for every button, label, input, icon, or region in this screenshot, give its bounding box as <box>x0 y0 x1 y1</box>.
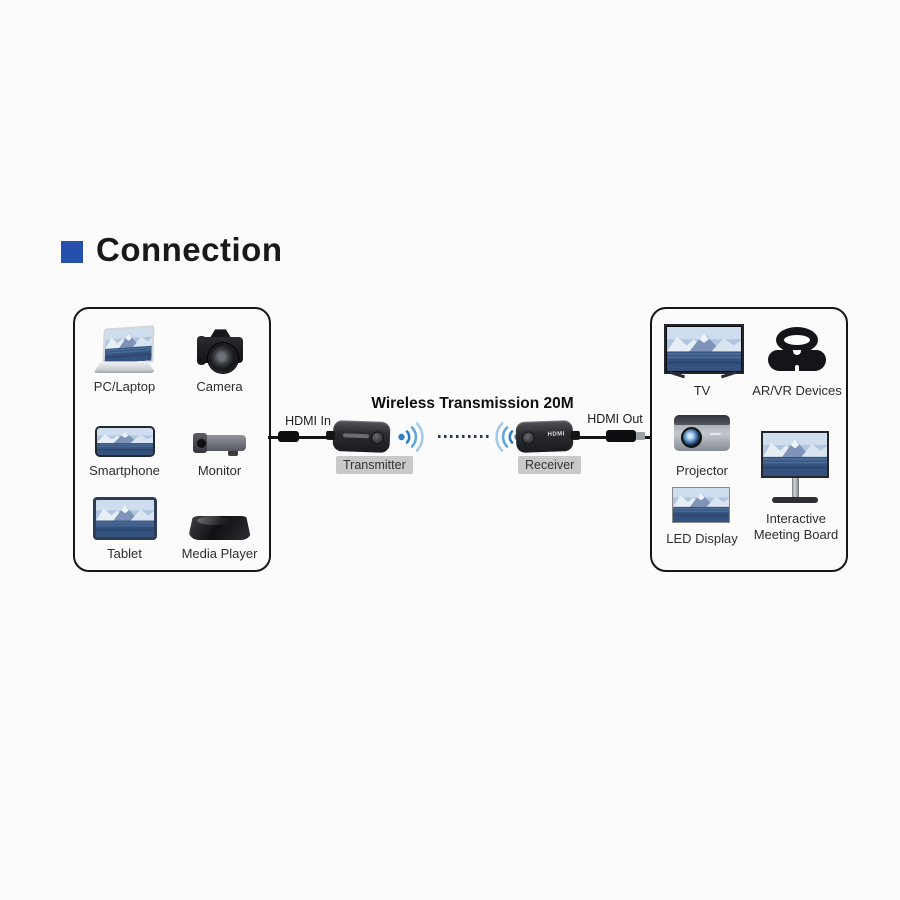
smartphone-icon <box>94 425 155 457</box>
laptop-icon <box>93 325 156 374</box>
hdmi-in-plug <box>278 431 299 442</box>
led-display-icon <box>672 487 730 523</box>
hdmi-out-label: HDMI Out <box>587 412 643 426</box>
device-label: Media Player <box>181 546 258 561</box>
display-devices-box: TV AR/VR Devices Projector <box>650 307 848 572</box>
security-camera-mount <box>227 450 238 456</box>
projector-lid <box>674 415 730 425</box>
security-camera-lens <box>195 437 207 449</box>
projector-logo <box>710 433 721 435</box>
device-media-player: Media Player <box>172 481 267 564</box>
media-player-icon <box>188 514 251 540</box>
device-label: AR/VR Devices <box>752 383 842 398</box>
tv-icon <box>664 324 744 379</box>
receiver-hdmi-print: HDMI <box>547 431 566 438</box>
section-title: Connection <box>61 231 282 269</box>
device-label: Projector <box>675 463 729 478</box>
device-label: Smartphone <box>89 462 160 478</box>
wireless-transmission-heading: Wireless Transmission 20M <box>371 395 574 412</box>
camera-icon <box>196 329 243 374</box>
device-monitor: Monitor <box>172 397 267 480</box>
camera-lens <box>207 343 238 374</box>
projector-icon <box>674 415 730 455</box>
media-player-body <box>188 516 251 540</box>
page-title: Connection <box>96 231 283 268</box>
receiver-button <box>521 431 536 445</box>
meeting-board-base <box>772 497 818 503</box>
wifi-signal-icon <box>396 420 430 454</box>
receiver-tag: Receiver <box>518 456 582 474</box>
device-smartphone: Smartphone <box>77 397 172 480</box>
source-devices-grid: PC/Laptop Camera Smartphone <box>77 314 267 564</box>
laptop-screen-image <box>101 325 155 367</box>
device-label: Interactive Meeting Board <box>753 511 839 542</box>
media-player-gloss <box>196 516 231 525</box>
projector-lens <box>681 427 702 448</box>
transmitter-cable-nub <box>325 430 336 441</box>
device-camera: Camera <box>172 314 267 397</box>
device-label: TV <box>693 383 711 398</box>
device-label: Monitor <box>197 462 242 478</box>
device-label: Camera <box>196 379 243 395</box>
laptop-base <box>93 361 156 374</box>
vr-headset-visor <box>768 350 826 371</box>
vr-headset-gap <box>795 365 799 371</box>
device-tablet: Tablet <box>77 481 172 564</box>
vr-headset-notch <box>793 350 801 355</box>
source-devices-box: PC/Laptop Camera Smartphone <box>73 307 271 572</box>
hdmi-out-plug <box>606 430 636 442</box>
title-bullet-square <box>61 240 83 263</box>
wireless-dotted-line <box>438 435 489 438</box>
security-camera-body <box>201 434 246 451</box>
camera-viewfinder <box>209 329 232 340</box>
meeting-board-icon <box>760 431 830 503</box>
device-label: LED Display <box>666 531 738 546</box>
hdmi-out-plug-tip <box>636 432 645 440</box>
transmitter-device <box>325 420 391 453</box>
hdmi-in-label: HDMI In <box>285 414 331 428</box>
receiver-device: HDMI <box>515 420 581 453</box>
transmitter-tag: Transmitter <box>336 456 413 474</box>
transmitter-button <box>370 431 385 445</box>
led-display-image <box>672 487 730 523</box>
device-pc-laptop: PC/Laptop <box>77 314 172 397</box>
hdmi-in-cable <box>268 436 335 439</box>
tablet-icon <box>92 497 157 540</box>
meeting-board-pole <box>791 478 799 497</box>
meeting-board-screen-image <box>761 431 829 478</box>
tv-screen-image <box>664 324 744 374</box>
vr-headset-icon <box>768 327 826 373</box>
transmitter-print <box>342 433 370 439</box>
vr-headset-strap <box>776 327 818 353</box>
device-label: Tablet <box>107 546 142 561</box>
device-label: PC/Laptop <box>93 379 156 395</box>
security-camera-icon <box>192 430 247 457</box>
